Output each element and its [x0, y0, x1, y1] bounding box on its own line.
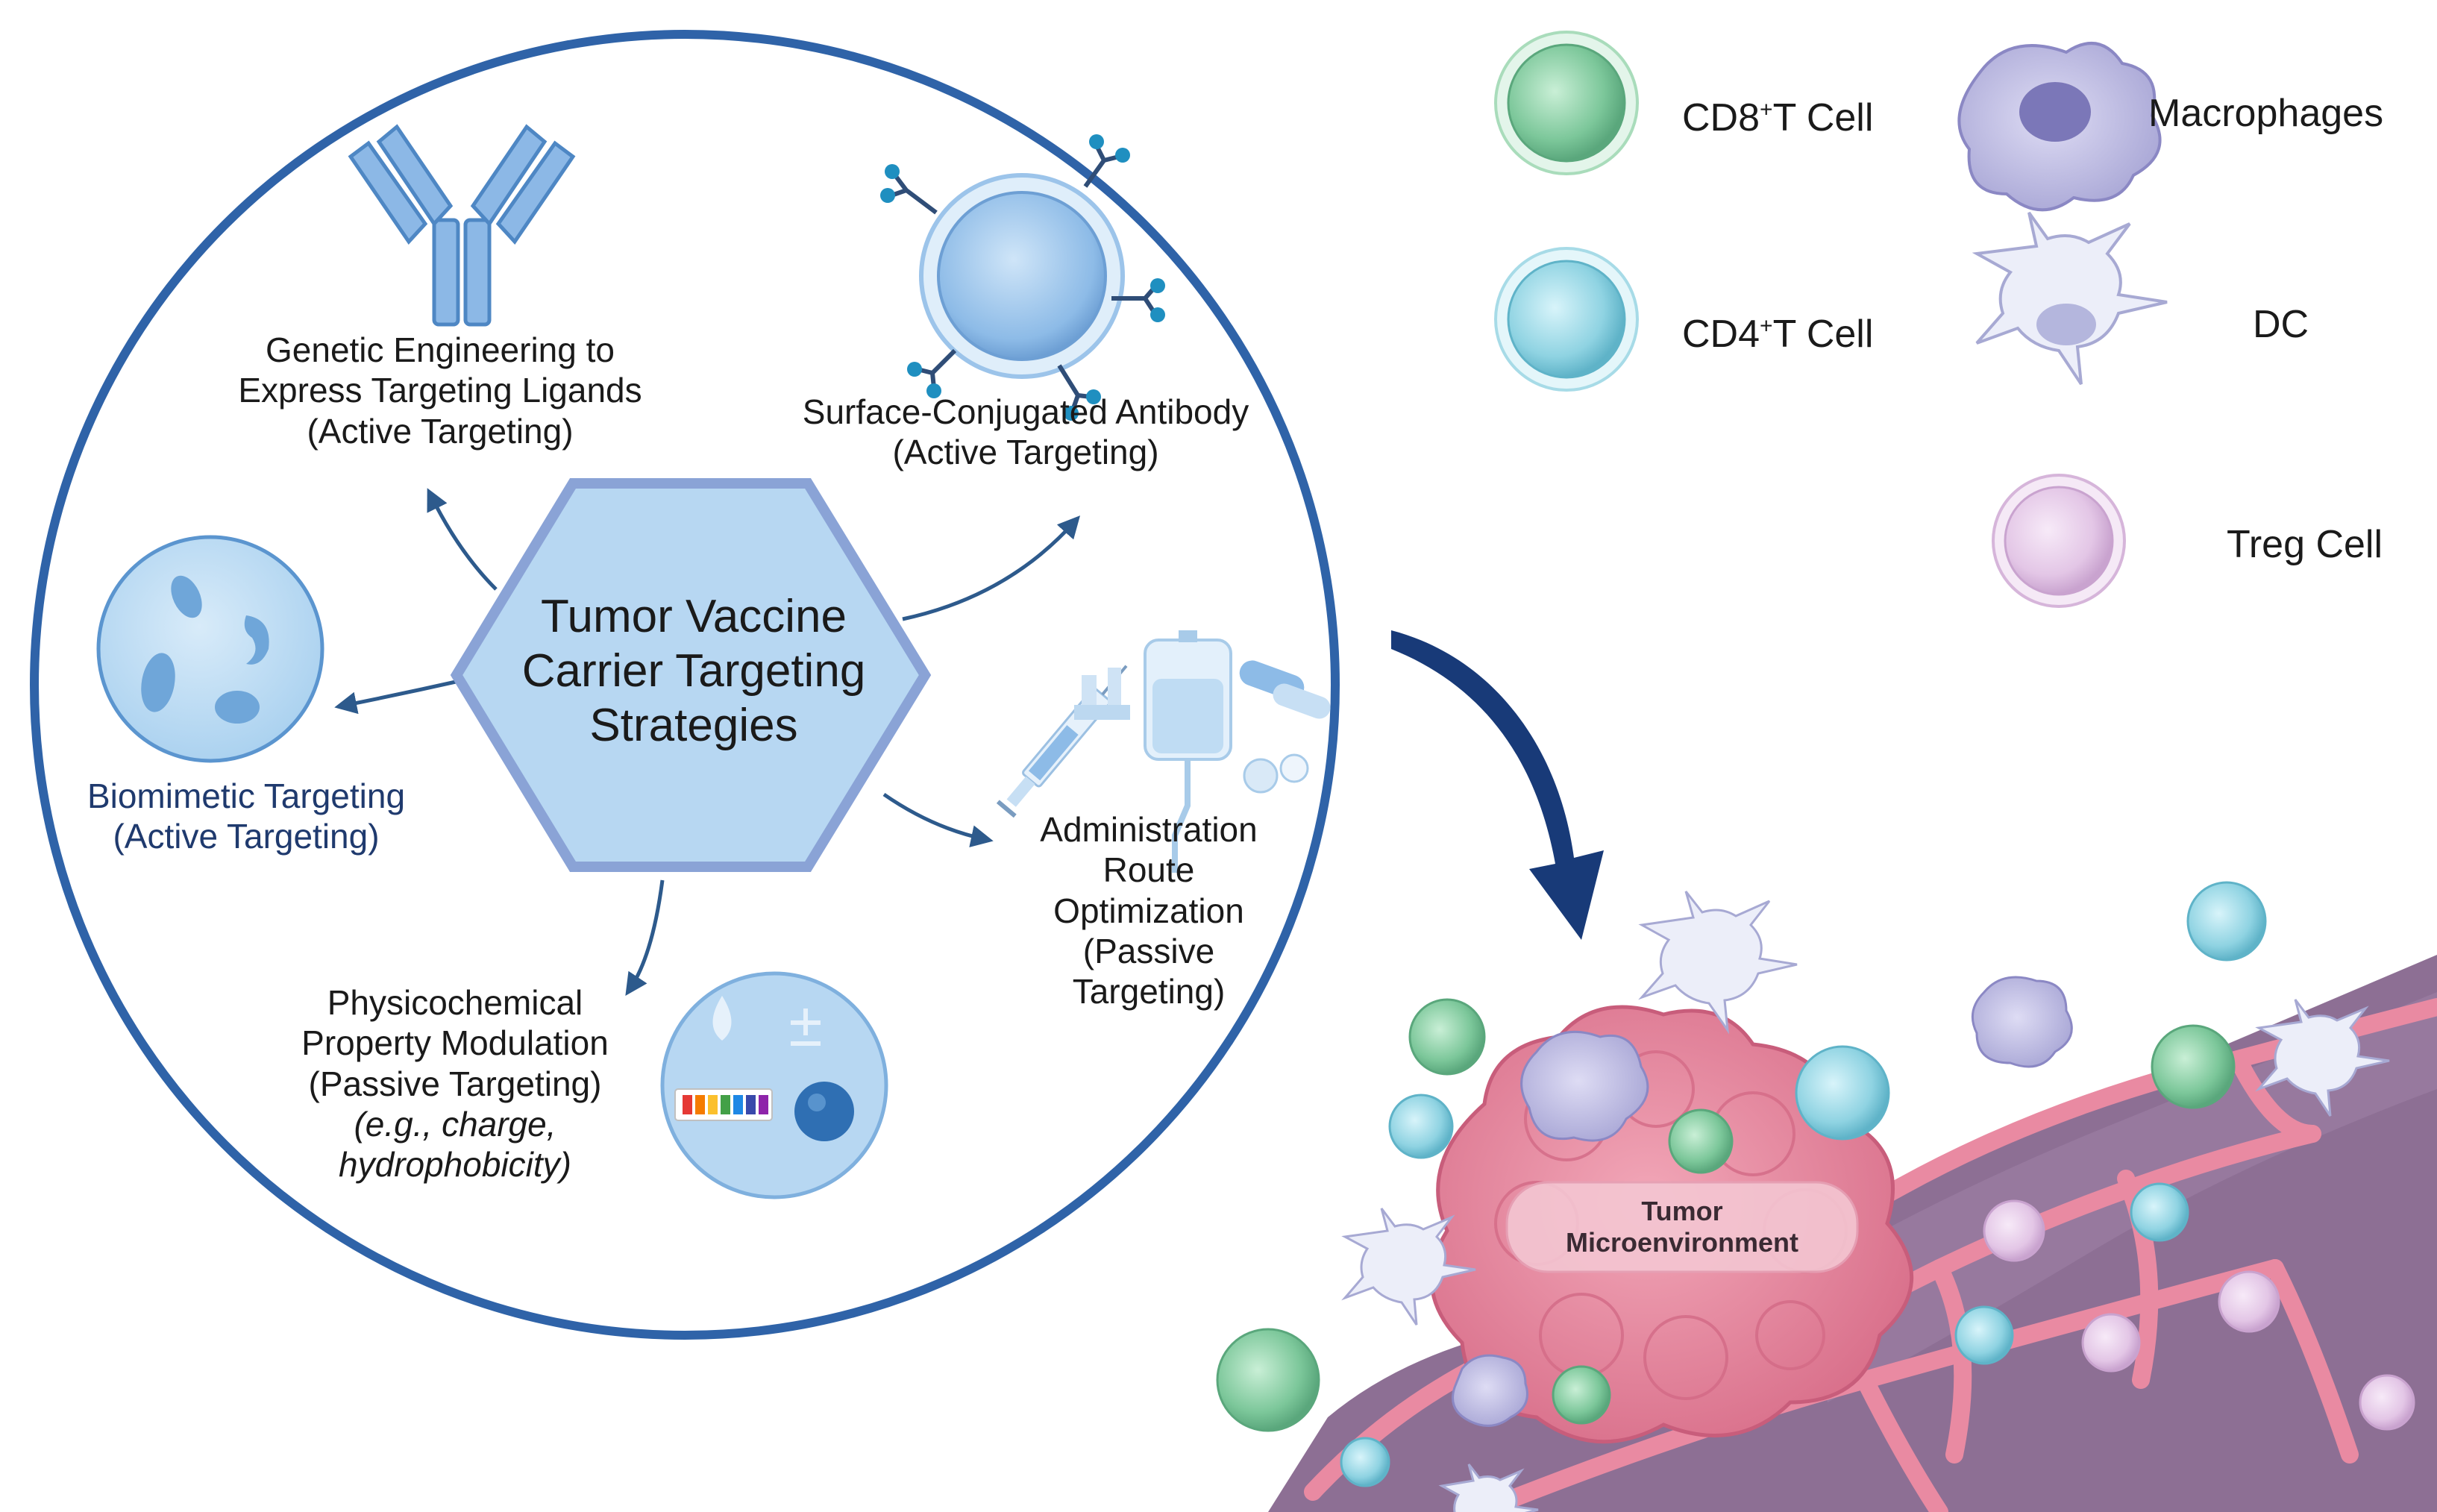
legend-cd4-label: CD4+T Cell [1682, 312, 1873, 357]
biomimetic-sphere-icon [96, 535, 324, 763]
connector-arrows [334, 488, 1081, 996]
legend-cd4-rest: T Cell [1772, 313, 1874, 356]
tumor-cd8-cells [1216, 998, 2236, 1432]
administration-route-label: Administration Route Optimization (Passi… [992, 809, 1305, 1011]
physicochemical-label: Physicochemical Property Modulation (Pas… [254, 982, 656, 1185]
label-line: Surface-Conjugated Antibody [802, 392, 1249, 431]
center-title-line: Carrier Targeting [521, 645, 866, 697]
legend-cd8-sup: + [1760, 97, 1773, 122]
label-line: Targeting) [1072, 972, 1226, 1011]
administration-route-icon [996, 630, 1331, 873]
arrow-to-genetic [427, 488, 498, 591]
legend-cd4-base: CD4 [1682, 313, 1760, 356]
label-line: Optimization [1053, 891, 1244, 930]
legend-cd8-label: CD8+T Cell [1682, 95, 1873, 140]
tumor-treg-cells [1983, 1199, 2415, 1431]
label-line: Route [1103, 850, 1195, 890]
surface-antibody-label: Surface-Conjugated Antibody (Active Targ… [746, 392, 1305, 473]
label-line: Property Modulation [301, 1023, 609, 1063]
label-line: Tumor [1641, 1196, 1723, 1226]
tumor-cd4-cells [1340, 881, 2267, 1487]
center-title-line: Tumor Vaccine [540, 591, 847, 642]
label-line: Physicochemical [327, 983, 583, 1022]
tumor-microenvironment-illustration [1216, 881, 2437, 1512]
center-hexagon [450, 478, 932, 872]
charge-symbol: ± [776, 992, 835, 993]
arrow-to-antibody [902, 515, 1081, 621]
legend-cd4-cell-icon [1494, 247, 1639, 392]
arrow-to-physicochemical [625, 879, 665, 996]
label-line: Express Targeting Ligands [238, 371, 642, 410]
label-line: hydrophobicity) [339, 1145, 571, 1185]
label-line: (Active Targeting) [113, 817, 380, 856]
label-line: Microenvironment [1565, 1227, 1799, 1258]
physicochemical-icon [660, 971, 888, 1199]
legend-macrophage-icon [1957, 42, 2162, 212]
legend-cd8-base: CD8 [1682, 96, 1760, 139]
label-line: (Passive [1082, 931, 1215, 970]
biomimetic-label: Biomimetic Targeting (Active Targeting) [37, 776, 455, 857]
arrow-to-biomimetic [334, 678, 463, 715]
label-line: (e.g., charge, [354, 1104, 556, 1144]
label-line: (Passive Targeting) [308, 1064, 602, 1103]
legend-cd8-rest: T Cell [1772, 96, 1874, 139]
tumor-macrophages [1452, 976, 2073, 1427]
antibody-icon [348, 124, 576, 327]
legend-dc-label: DC [2253, 303, 2309, 346]
label-line: (Active Targeting) [307, 411, 574, 451]
label-line: (Active Targeting) [892, 433, 1159, 472]
tumor-microenvironment-label: Tumor Microenvironment [1507, 1196, 1857, 1259]
label-line: Administration [1040, 810, 1258, 849]
tumor-dc-cells [1341, 891, 2390, 1512]
legend-macrophages-label: Macrophages [2148, 92, 2384, 135]
legend-treg-label: Treg Cell [2227, 523, 2383, 566]
arrow-to-administration [882, 792, 994, 847]
genetic-engineering-label: Genetic Engineering to Express Targeting… [186, 330, 694, 451]
antibody-conjugated-cell-icon [880, 134, 1165, 421]
legend-dc-icon [1972, 211, 2168, 386]
label-line: Genetic Engineering to [266, 330, 615, 369]
legend-treg-icon [1992, 474, 2126, 608]
arrow-to-tumor [1391, 630, 1604, 940]
legend-cd8-cell-icon [1494, 31, 1639, 175]
label-line: Biomimetic Targeting [87, 777, 406, 815]
center-title-line: Strategies [589, 700, 798, 752]
center-title: Tumor Vaccine Carrier Targeting Strategi… [477, 589, 910, 753]
legend-cd4-sup: + [1760, 313, 1773, 339]
